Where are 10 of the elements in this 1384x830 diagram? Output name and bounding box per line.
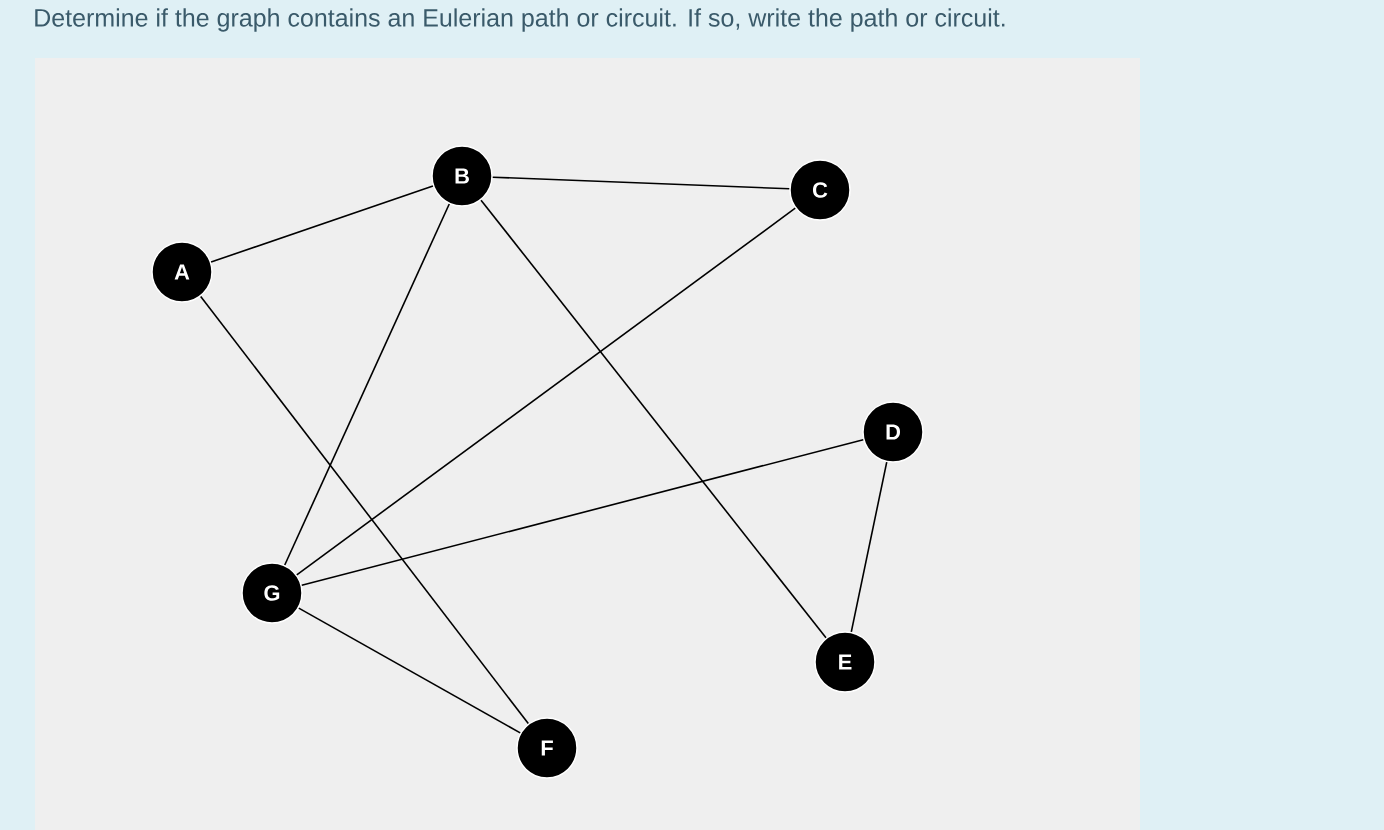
edge-line — [491, 176, 791, 190]
edge-line — [210, 185, 434, 263]
edge-line — [480, 199, 827, 639]
question-text: Determine if the graph contains an Eulerian path or circuit. If so, write the path or circuit. — [35, 8, 1005, 32]
edge-line — [283, 203, 451, 566]
edge-line — [298, 607, 521, 734]
edge-line — [199, 295, 530, 725]
edge-line — [300, 438, 865, 587]
edge-line — [850, 461, 888, 633]
edge-line — [295, 207, 797, 576]
